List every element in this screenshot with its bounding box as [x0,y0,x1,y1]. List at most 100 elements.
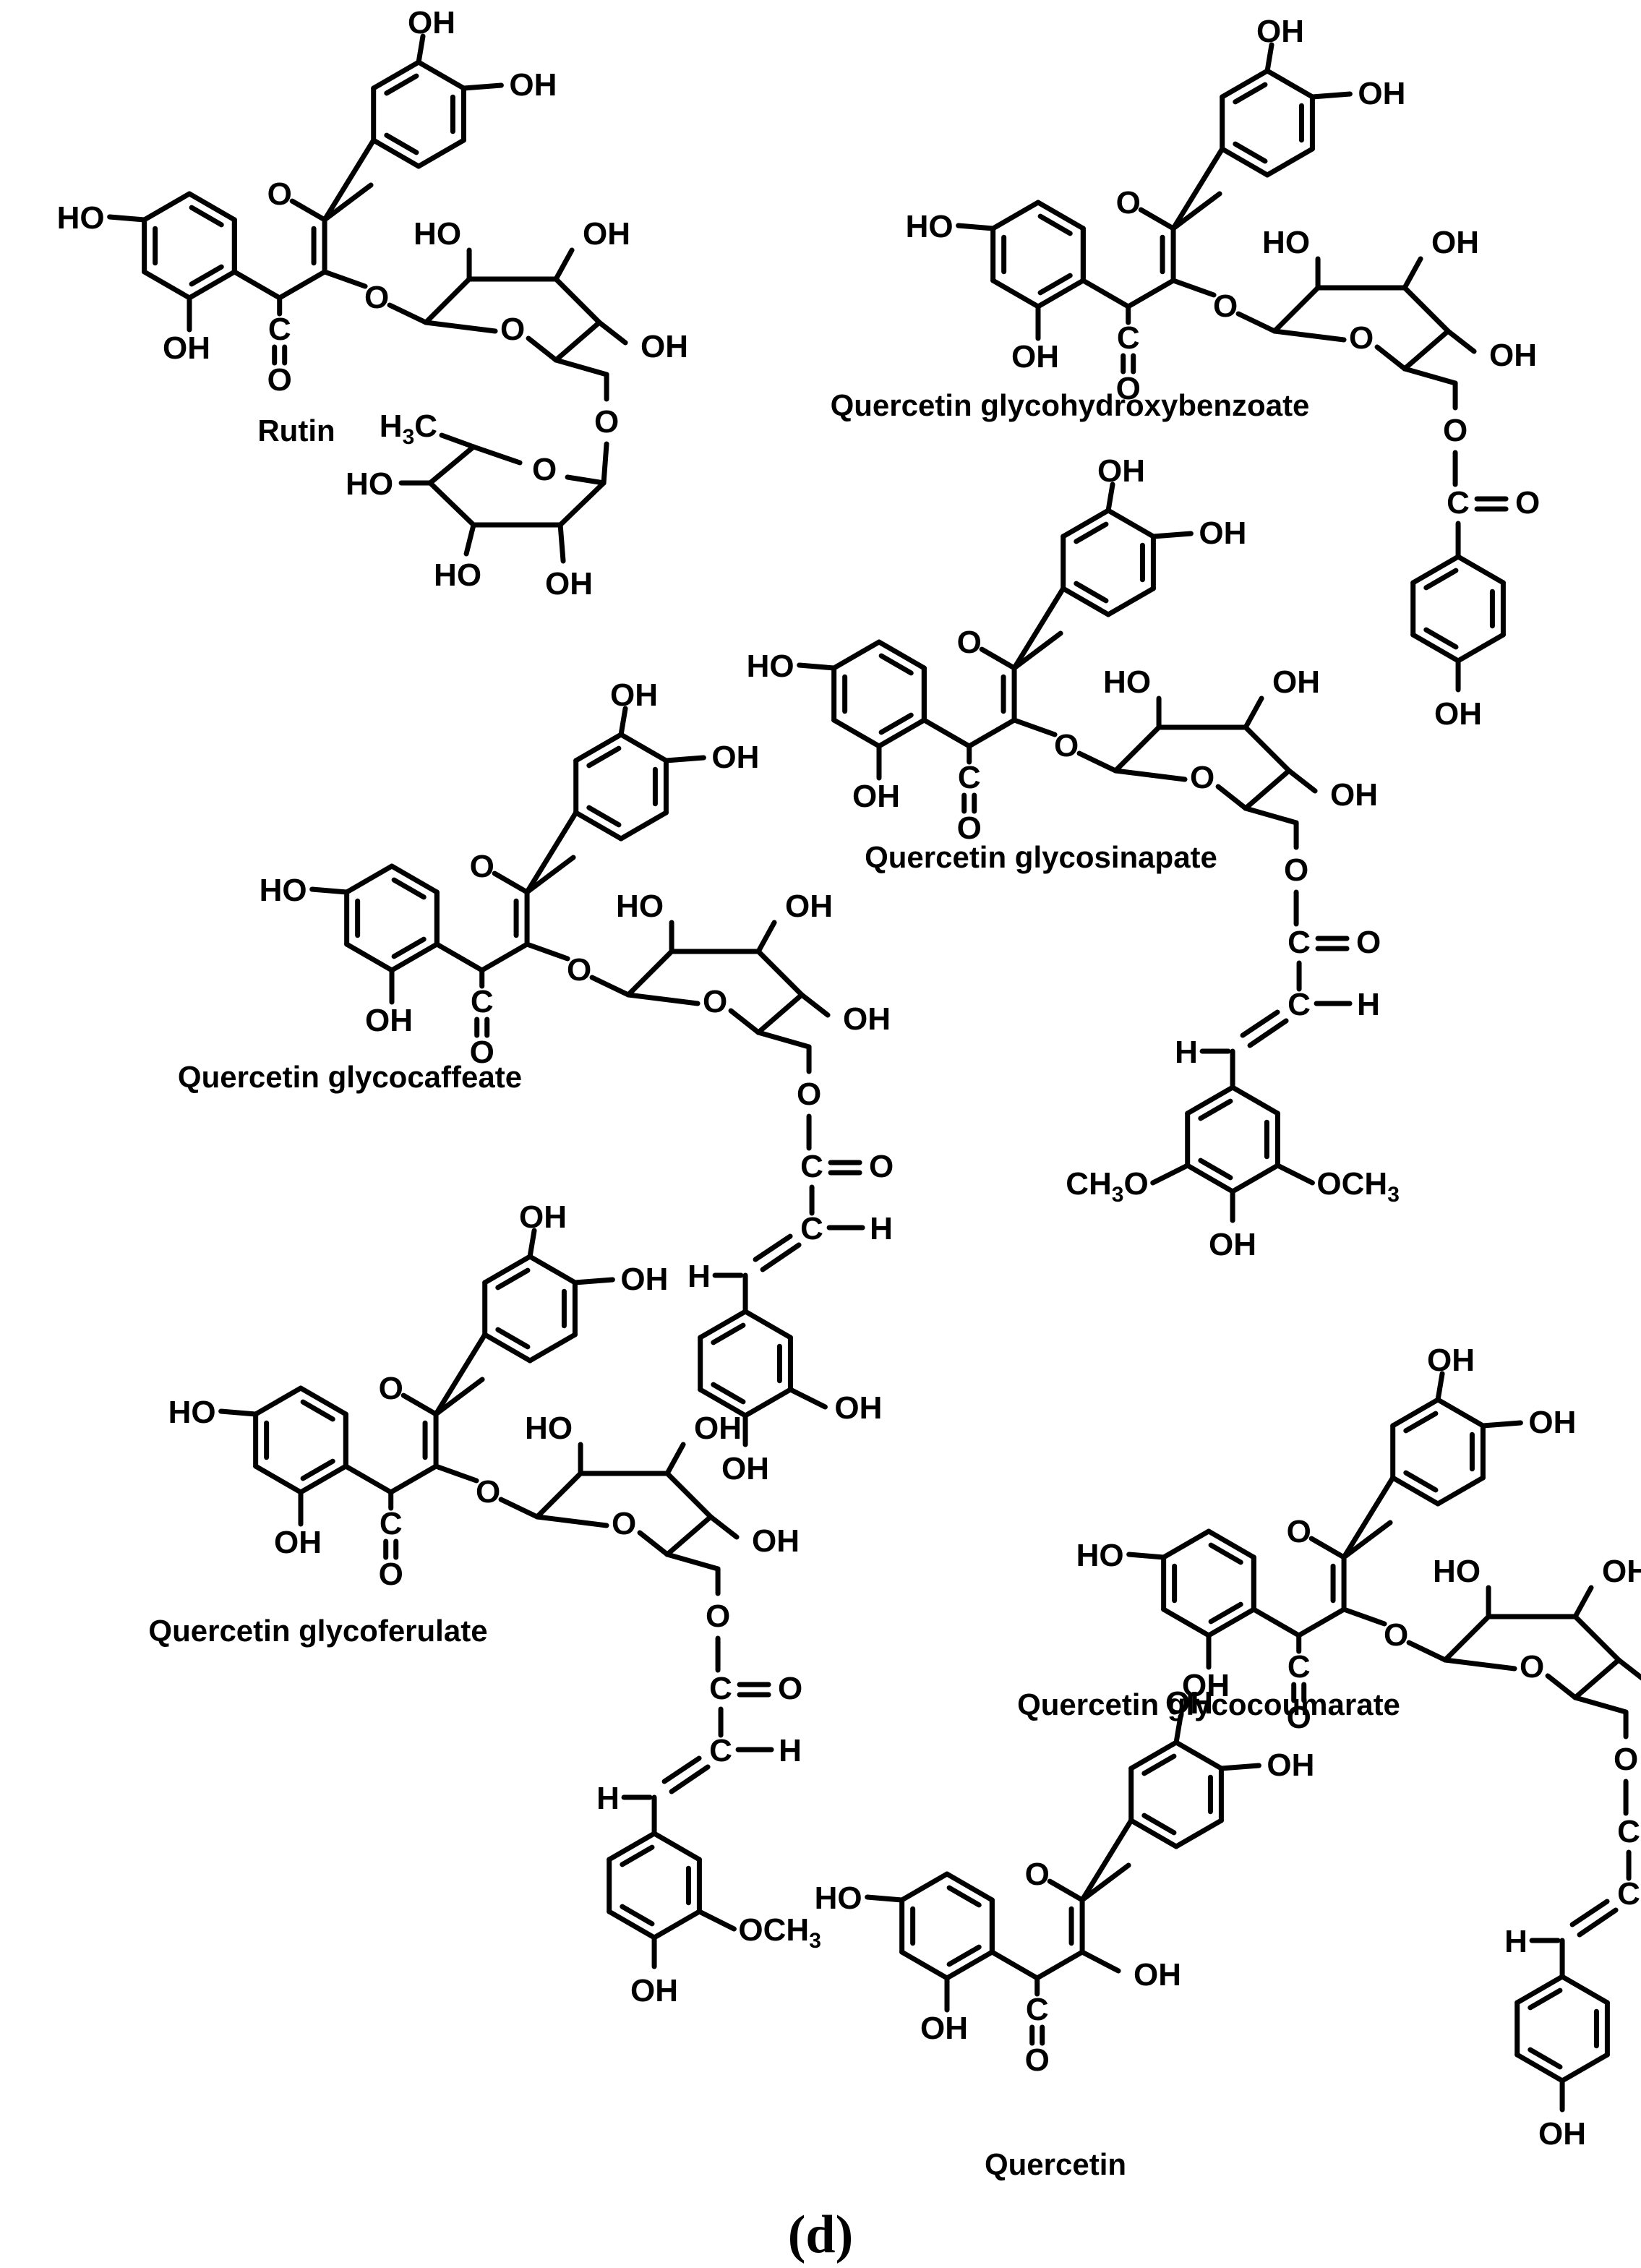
bond [899,1949,950,1981]
bond [698,1309,748,1340]
bond [1264,42,1274,74]
carbonyl-carbon: C [268,312,291,347]
bond [1402,328,1451,372]
bond [1308,1536,1347,1560]
hydroxyl-3prime: OH [408,5,455,40]
bond [1402,366,1458,386]
bond [322,269,368,289]
bond [1037,213,1073,236]
bond [1616,1657,1641,1681]
bond [1403,1470,1439,1493]
bond [586,745,622,769]
bond [492,870,530,895]
vinyl-hydrogen: H [687,1259,711,1294]
carbonyl-carbon: C [958,760,981,795]
sugar-hydroxyl: OH [1431,225,1479,260]
bond [1198,1098,1233,1121]
pyranose-oxygen: O [612,1506,636,1541]
bond [389,863,440,895]
bond [423,320,498,334]
ester-carbon: C [709,1671,732,1706]
bond [1243,805,1299,826]
bond [187,269,237,301]
sugar-hydroxyl: HO [346,466,393,502]
bond [557,522,566,564]
bond [427,444,476,486]
hydroxyl-3prime: OH [1256,14,1304,49]
ester-carbonyl-oxygen: O [1356,925,1381,960]
bond [1220,146,1270,178]
bond [1170,146,1225,231]
bond [1572,1614,1621,1663]
vinyl-hydrogen: H [779,1733,802,1768]
sugar-hydroxyl: HO [1103,664,1151,700]
bond [1435,1371,1445,1403]
bond [482,1332,533,1364]
ester-carbonyl-oxygen: O [1515,485,1540,521]
bond [1161,1528,1212,1560]
bond [799,992,831,1018]
bond [1559,2052,1610,2084]
bond [664,1442,686,1476]
bond [607,1831,657,1862]
bond [878,653,914,676]
vinyl-carbon: C [709,1733,732,1768]
bond [990,200,1041,231]
bond [620,1844,655,1867]
bond [669,1764,711,1794]
bond [524,810,579,895]
bond [322,137,377,223]
bond [433,1377,485,1417]
bond [1514,1974,1565,2006]
bond [1079,1818,1134,1903]
hydroxyl-7: HO [747,649,794,684]
bond [1198,1157,1233,1181]
bond [387,302,429,325]
bond [1141,1753,1177,1776]
ester-carbonyl-oxygen: O [778,1671,802,1706]
bond [787,1387,828,1410]
methoxy-group: OCH3 [1316,1166,1399,1207]
sugar-hydroxyl: HO [1262,225,1310,260]
bond [1410,632,1461,664]
bond [187,191,237,223]
bond [944,1871,995,1903]
bond [573,810,624,842]
vinyl-hydrogen: H [1504,1924,1528,1959]
pyranose-oxygen: O [532,452,557,487]
molecule-name: Quercetin glycosinapate [865,840,1217,874]
ring-oxygen: O [379,1371,403,1406]
glycosidic-oxygen: O [567,952,591,988]
hydroxyl-3prime: OH [1097,453,1145,489]
hydroxyl-7: HO [1076,1538,1124,1573]
ester-oxygen: O [594,404,619,440]
bond [1296,1606,1347,1638]
bond [416,59,466,91]
bond [534,1471,583,1520]
bond [471,444,523,466]
bond [967,717,1017,749]
hydroxyl-7: HO [57,200,105,236]
sugar-hydroxyl: HO [434,557,481,593]
bond [343,1463,394,1495]
sugar-hydroxyl: OH [545,566,593,602]
bond [1074,581,1109,604]
bond [384,132,419,155]
bond [1264,146,1315,178]
bond [1402,285,1451,334]
bond [1079,1862,1131,1903]
carbonyl-carbon: C [1026,1992,1049,2027]
bond [1230,1084,1280,1116]
bond [1243,724,1292,774]
sugar-hydroxyl: OH [640,329,688,364]
pyranose-oxygen: O [1520,1649,1544,1685]
bond [371,59,421,91]
bond [1128,1739,1179,1771]
bond [711,1382,746,1405]
sugar-hydroxyl: OH [694,1411,742,1446]
phenol-hydroxyl: OH [834,1390,882,1426]
bond [755,920,777,954]
bond [1208,1542,1243,1565]
sugar-hydroxyl: OH [1272,664,1320,700]
